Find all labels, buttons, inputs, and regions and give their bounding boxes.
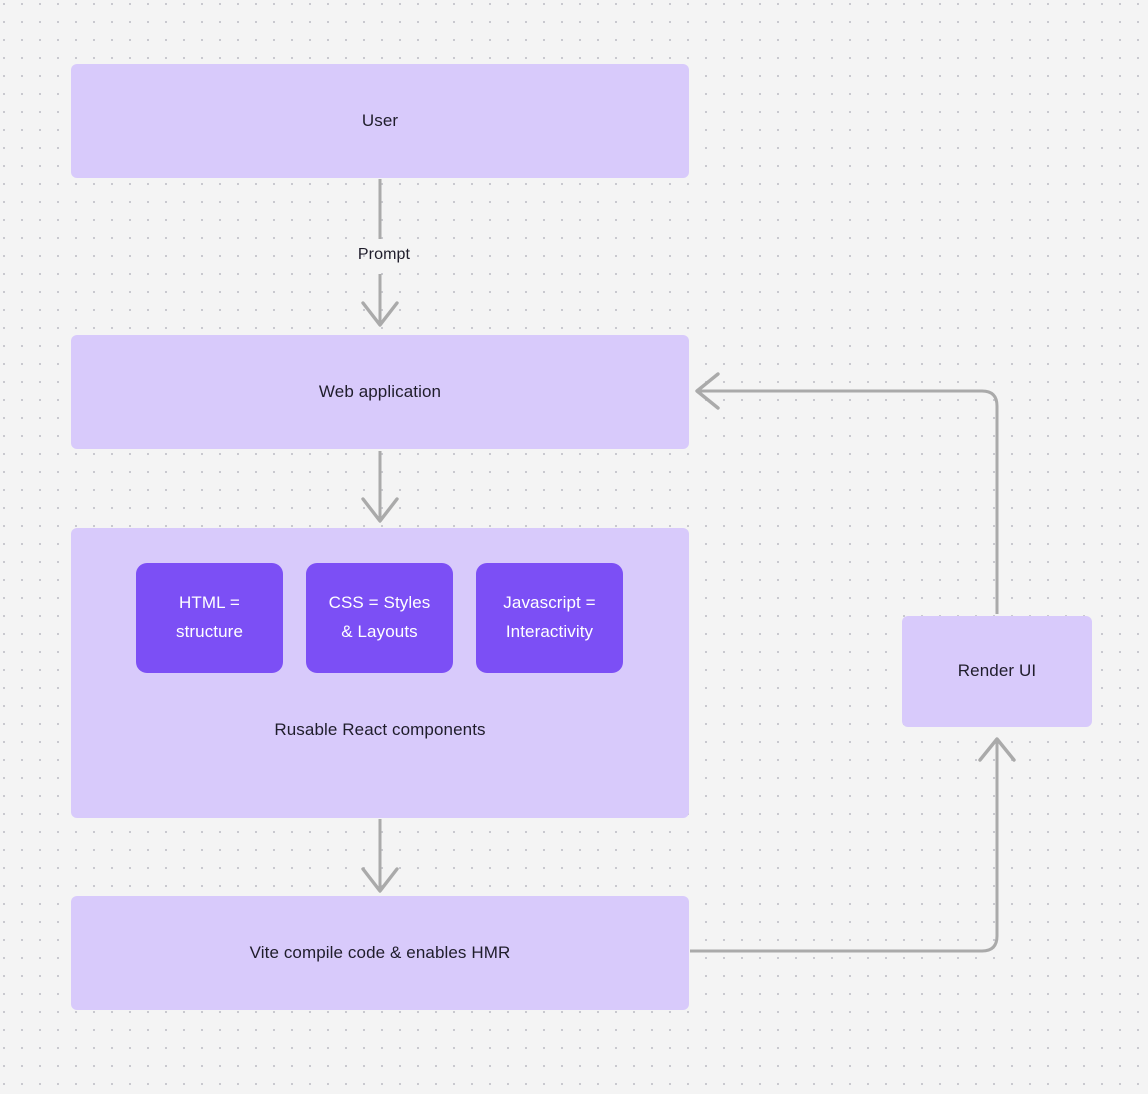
node-user[interactable]: User — [71, 64, 689, 178]
node-vite-label: Vite compile code & enables HMR — [249, 942, 511, 962]
chip-javascript-label: Javascript = Interactivity — [503, 593, 596, 641]
arrowhead-web-to-components — [361, 497, 399, 523]
node-vite[interactable]: Vite compile code & enables HMR — [71, 896, 689, 1010]
chip-html[interactable]: HTML = structure — [136, 563, 283, 673]
node-components-group[interactable]: HTML = structure CSS = Styles & Layouts … — [71, 528, 689, 818]
node-web-application[interactable]: Web application — [71, 335, 689, 449]
node-user-label: User — [361, 110, 399, 130]
chip-css[interactable]: CSS = Styles & Layouts — [306, 563, 453, 673]
arrowhead-components-to-vite — [361, 867, 399, 893]
components-group-caption: Rusable React components — [274, 720, 486, 739]
edge-vite-to-render — [690, 740, 999, 953]
arrowhead-render-to-web — [695, 372, 720, 410]
node-web-application-label: Web application — [318, 381, 442, 401]
node-render-ui[interactable]: Render UI — [902, 616, 1092, 727]
arrowhead-user-to-web — [361, 301, 399, 327]
arrowhead-vite-to-render — [978, 737, 1016, 762]
chip-css-label: CSS = Styles & Layouts — [328, 593, 431, 641]
edge-label-prompt: Prompt — [357, 246, 411, 263]
node-render-ui-label: Render UI — [957, 661, 1037, 681]
chip-javascript[interactable]: Javascript = Interactivity — [476, 563, 623, 673]
edge-render-to-web — [700, 389, 999, 614]
chip-html-label: HTML = structure — [175, 593, 244, 641]
